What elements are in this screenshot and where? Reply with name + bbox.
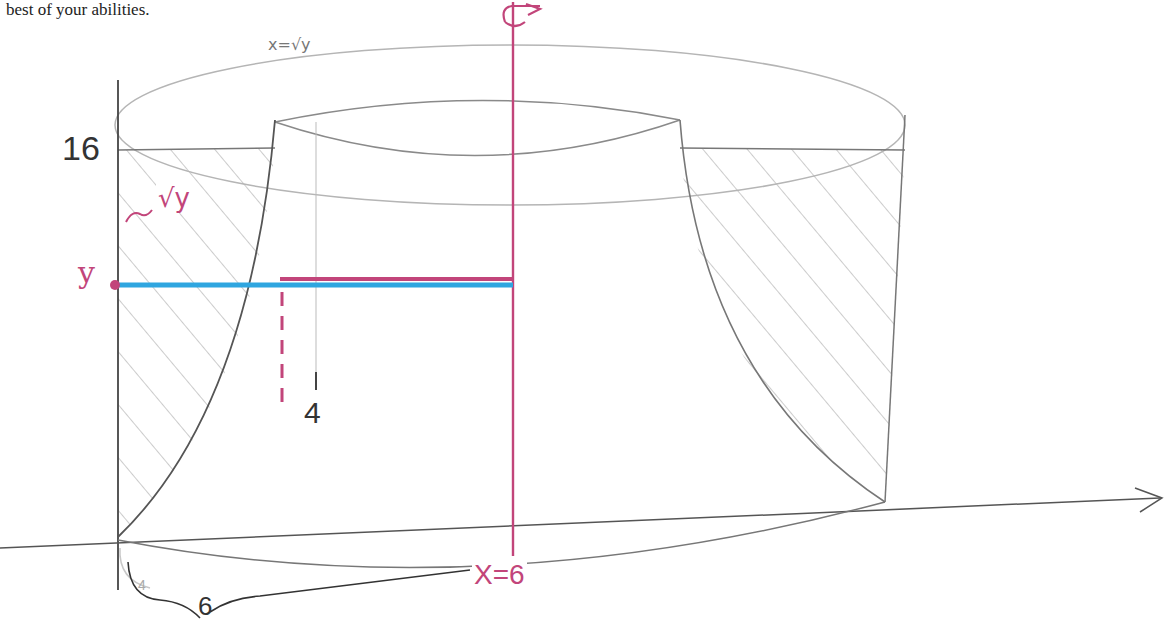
distance-value: 6 [196,592,214,621]
x-value: 4 [302,396,323,429]
page-text: best of your abilities. [4,1,152,20]
curve-label: x=√y [266,36,313,54]
radius-label: √y [156,184,192,213]
height-value: 16 [60,130,102,167]
axis-label: X=6 [472,560,527,591]
height-variable: y [76,256,97,289]
distance-value: 4 [136,578,148,593]
